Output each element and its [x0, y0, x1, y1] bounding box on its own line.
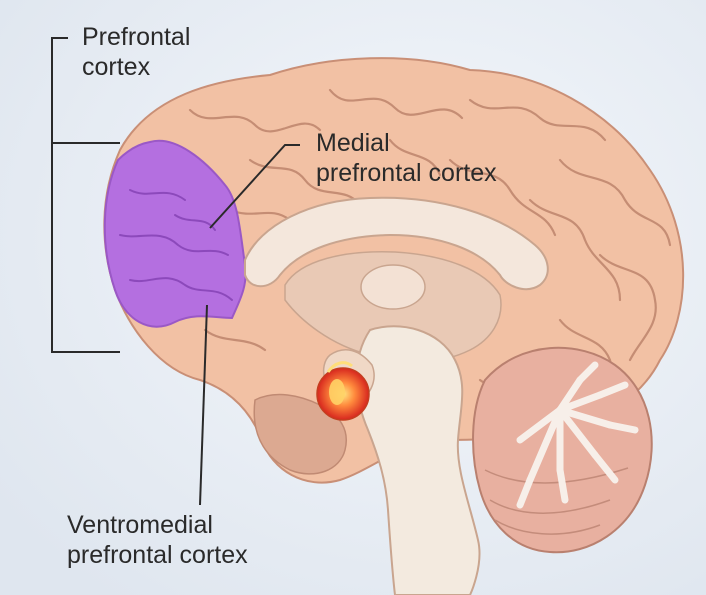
label-prefrontal-cortex: Prefrontal cortex	[82, 22, 190, 82]
label-ventromedial-line1: Ventromedial	[67, 510, 248, 540]
label-prefrontal-line1: Prefrontal	[82, 22, 190, 52]
cerebellum	[473, 348, 652, 552]
label-medial-prefrontal-cortex: Medial prefrontal cortex	[316, 128, 497, 188]
label-medial-line1: Medial	[316, 128, 497, 158]
label-ventromedial-line2: prefrontal cortex	[67, 540, 248, 570]
label-ventromedial-prefrontal-cortex: Ventromedial prefrontal cortex	[67, 510, 248, 570]
label-medial-line2: prefrontal cortex	[316, 158, 497, 188]
label-prefrontal-line2: cortex	[82, 52, 190, 82]
